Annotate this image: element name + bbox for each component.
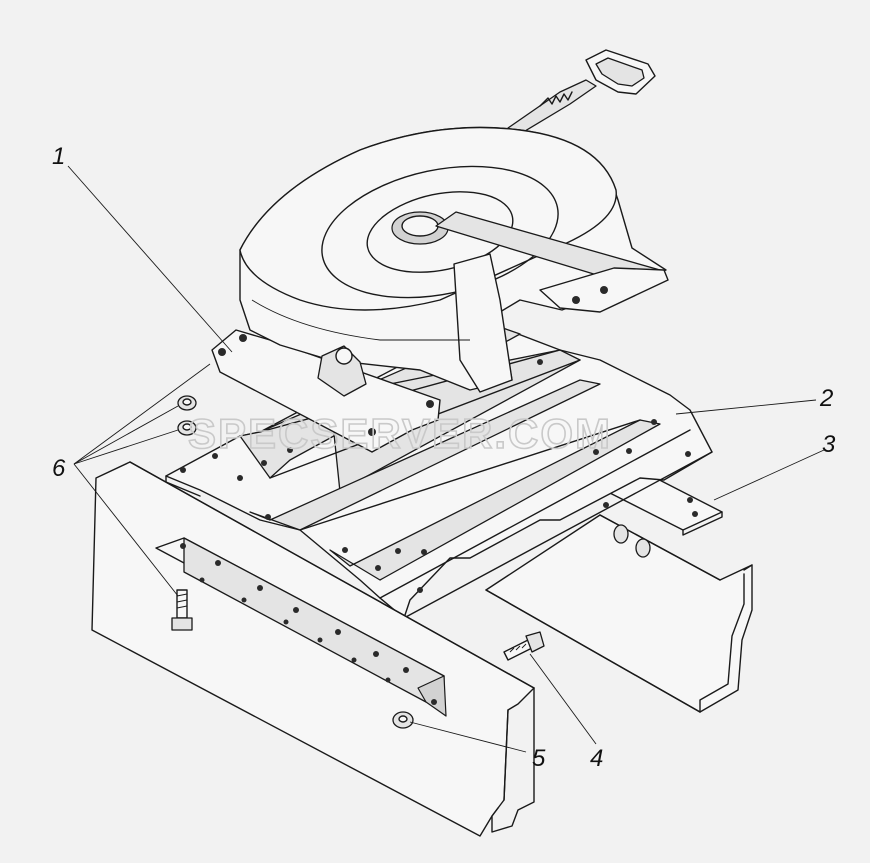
angle-bracket-strip	[155, 537, 447, 717]
nut	[392, 711, 414, 729]
fifth-wheel-assembly	[211, 49, 669, 453]
callout-2: 2	[819, 385, 833, 412]
callout-3: 3	[822, 431, 836, 458]
right-frame-channel	[485, 514, 753, 713]
watermark-text: SPECSERVER.COM	[188, 410, 612, 457]
leader-lines	[67, 165, 825, 753]
upright-bolt	[171, 589, 193, 631]
callout-5: 5	[532, 745, 546, 772]
callout-1: 1	[52, 143, 65, 170]
callout-4: 4	[590, 745, 603, 772]
horizontal-bolt	[503, 631, 545, 661]
washers	[177, 395, 197, 436]
callout-6: 6	[52, 455, 66, 482]
